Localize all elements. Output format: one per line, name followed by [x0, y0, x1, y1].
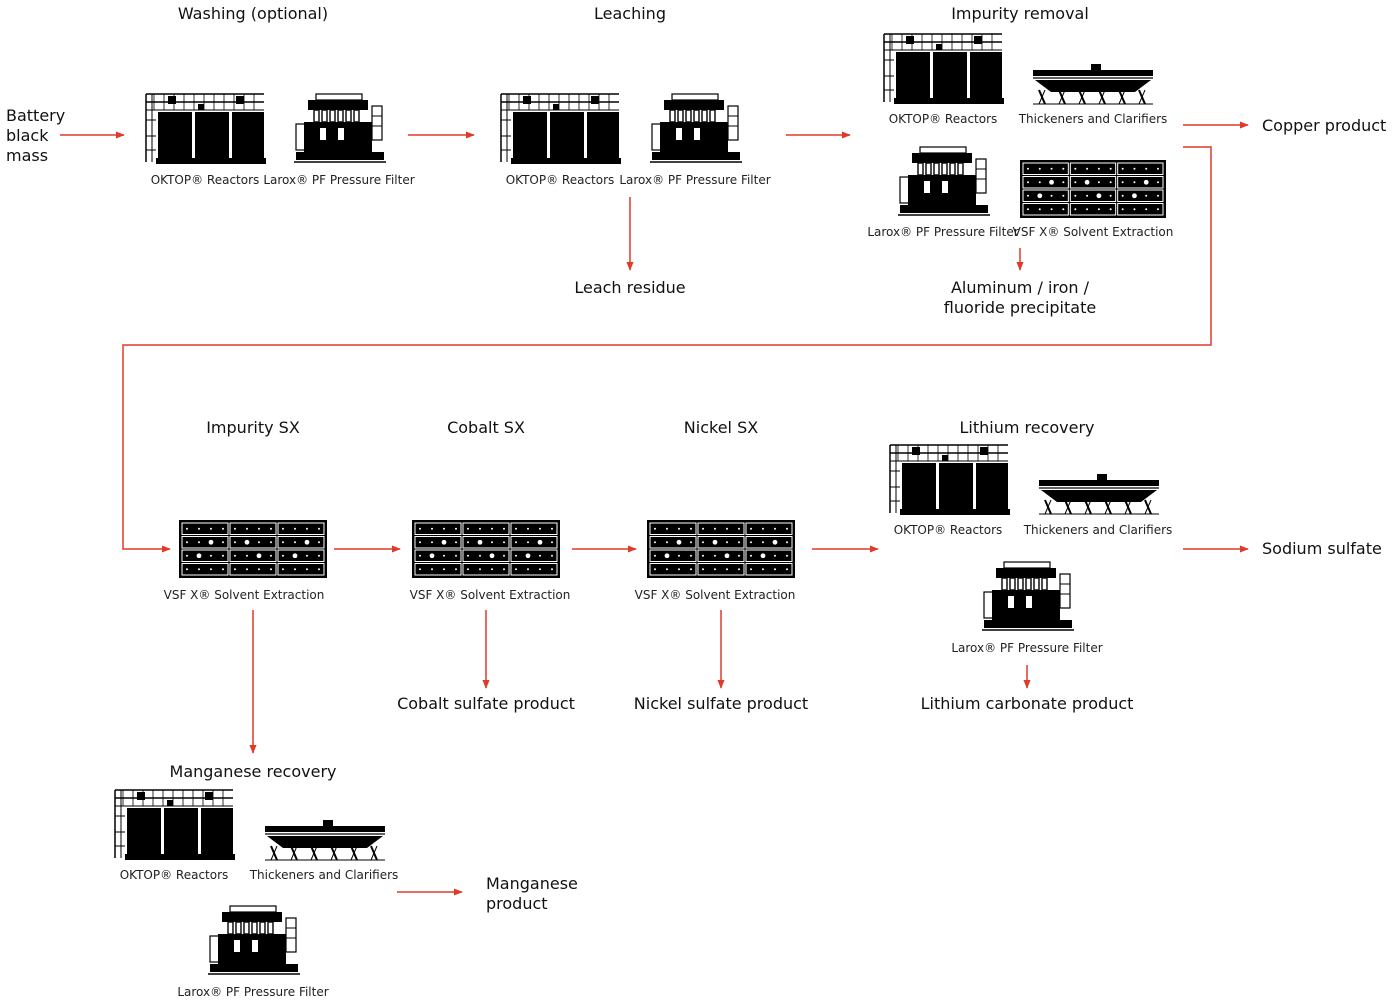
manganese-line: Manganese [486, 874, 578, 893]
reactors-icon [889, 444, 1010, 515]
equipment-caption: Larox® PF Pressure Filter [867, 225, 1019, 239]
equipment-caption: Thickeners and Clarifiers [1023, 523, 1173, 537]
copper-product-label: Copper product [1262, 116, 1387, 135]
reactors-icon [114, 789, 235, 860]
reactors-icon [145, 93, 266, 164]
precipitate-line: Aluminum / iron / [950, 278, 1090, 297]
precipitate-line: fluoride precipitate [943, 298, 1097, 317]
stage-title-cobalt-sx: Cobalt SX [447, 418, 525, 437]
solvent-extraction-icon [179, 520, 327, 578]
stage-title-leaching: Leaching [594, 4, 666, 23]
equipment-caption: VSF X® Solvent Extraction [634, 588, 796, 602]
equipment-caption: OKTOP® Reactors [888, 112, 998, 126]
pressure-filter-icon [650, 93, 742, 163]
stage-title-impurity-sx: Impurity SX [206, 418, 300, 437]
stage-title-nickel-sx: Nickel SX [683, 418, 759, 437]
al-fe-precipitate-label: Aluminum / iron / fluoride precipitate [944, 278, 1096, 318]
equipment-caption: Thickeners and Clarifiers [1018, 112, 1168, 126]
nickel-product-label: Nickel sulfate product [633, 694, 809, 713]
solvent-extraction-icon [1020, 160, 1166, 218]
pressure-filter-icon [294, 93, 386, 163]
thickener-icon [265, 820, 385, 861]
equipment-caption: Larox® PF Pressure Filter [619, 173, 771, 187]
pressure-filter-icon [898, 146, 990, 216]
equipment-caption: OKTOP® Reactors [505, 173, 615, 187]
equipment-caption: Larox® PF Pressure Filter [951, 641, 1103, 655]
equipment-caption: VSF X® Solvent Extraction [163, 588, 325, 602]
cobalt-product-label: Cobalt sulfate product [397, 694, 575, 713]
equipment-caption: Larox® PF Pressure Filter [177, 985, 329, 999]
stage-title-lithium-recovery: Lithium recovery [959, 418, 1095, 437]
equipment-caption: VSF X® Solvent Extraction [409, 588, 571, 602]
arrow-impurity-removal-to-impurity-sx [122, 146, 1212, 553]
solvent-extraction-icon [647, 520, 795, 578]
reactors-icon [883, 33, 1004, 104]
lithium-product-label: Lithium carbonate product [920, 694, 1134, 713]
stage-title-impurity-removal: Impurity removal [951, 4, 1089, 23]
manganese-line: product [486, 894, 548, 913]
solvent-extraction-icon [412, 520, 560, 578]
equipment-caption: OKTOP® Reactors [119, 868, 229, 882]
equipment-caption: OKTOP® Reactors [150, 173, 260, 187]
equipment-caption: Thickeners and Clarifiers [249, 868, 399, 882]
stage-title-manganese-recovery: Manganese recovery [169, 762, 337, 781]
thickener-icon [1033, 64, 1153, 105]
pressure-filter-icon [982, 561, 1074, 631]
reactors-icon [500, 93, 621, 164]
feed-line: black [6, 126, 49, 145]
equipment-caption: Larox® PF Pressure Filter [263, 173, 415, 187]
equipment-caption: OKTOP® Reactors [893, 523, 1003, 537]
feed-label: Battery black mass [6, 106, 65, 166]
sodium-sulfate-label: Sodium sulfate [1262, 539, 1382, 558]
leach-residue-label: Leach residue [574, 278, 686, 297]
stage-title-washing: Washing (optional) [177, 4, 329, 23]
feed-line: mass [6, 146, 49, 165]
feed-line: Battery [6, 106, 66, 125]
thickener-icon [1039, 474, 1159, 515]
pressure-filter-icon [208, 905, 300, 975]
equipment-caption: VSF X® Solvent Extraction [1012, 225, 1174, 239]
manganese-product-label: Manganese product [486, 874, 578, 914]
